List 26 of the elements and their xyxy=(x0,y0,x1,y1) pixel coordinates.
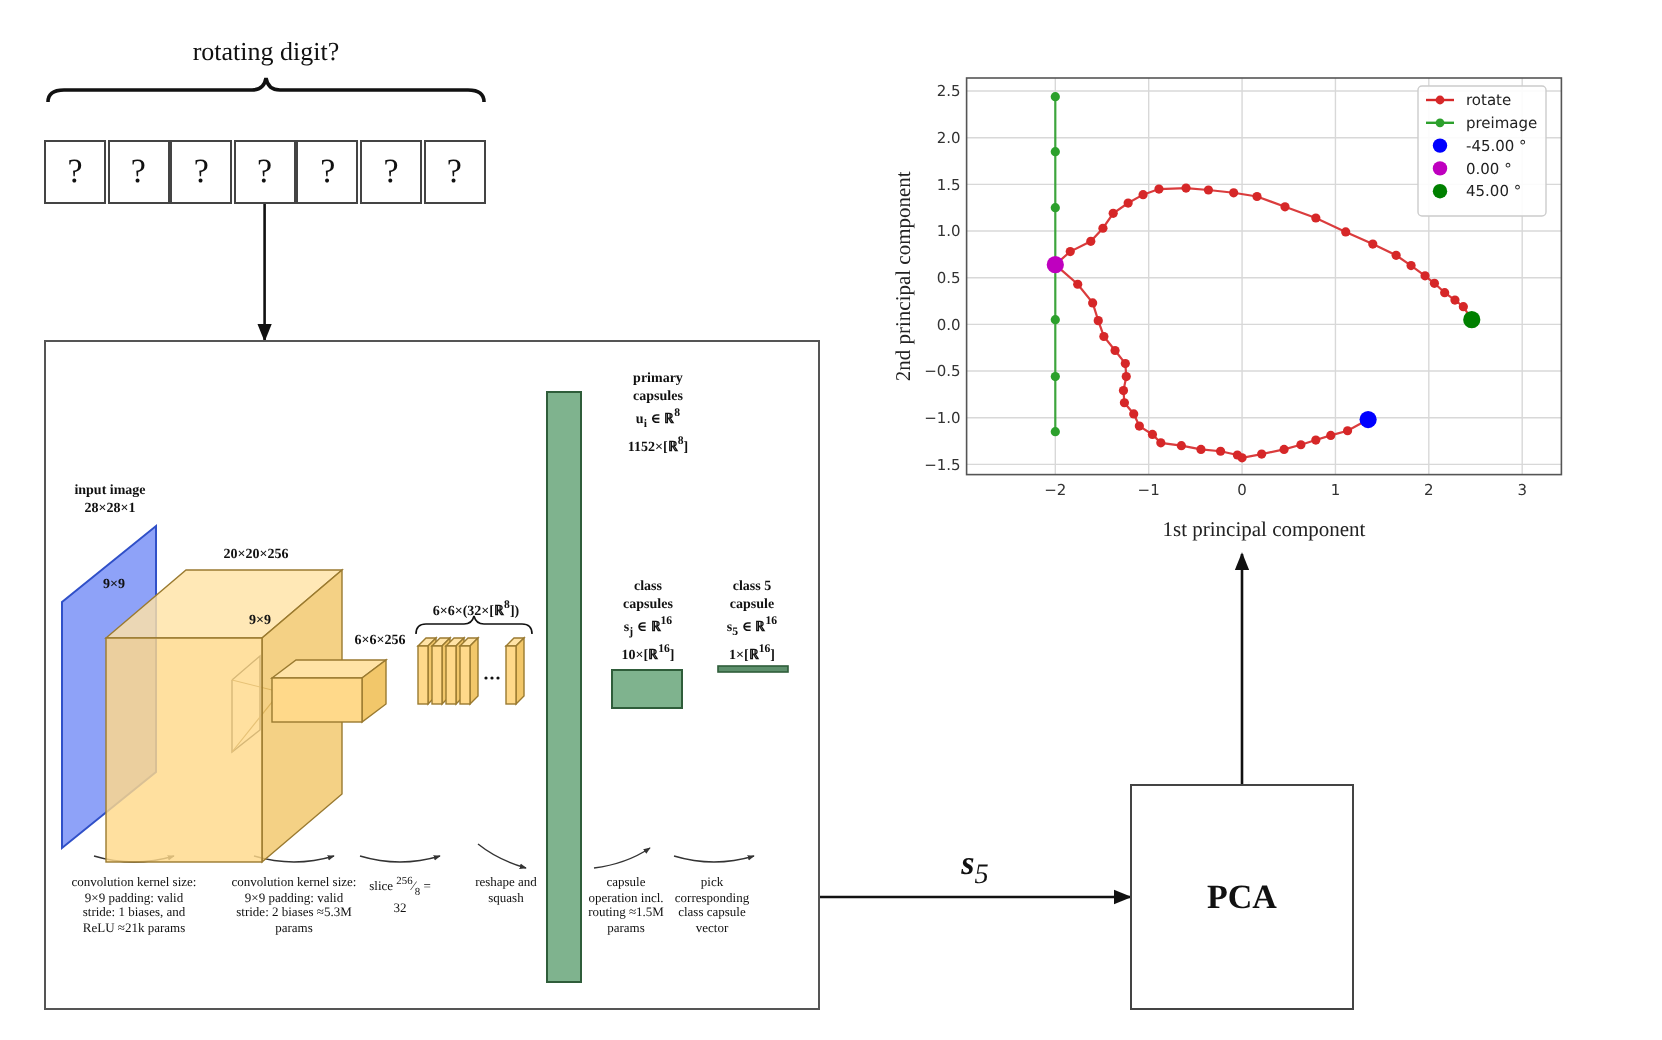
digit-box xyxy=(233,140,296,204)
question-mark: ? xyxy=(255,151,275,193)
point xyxy=(1050,92,1060,102)
point xyxy=(1050,147,1060,157)
digit-box xyxy=(44,140,106,204)
question-mark: ? xyxy=(318,151,338,193)
question-mark: ? xyxy=(65,151,85,193)
question-mark: ? xyxy=(128,151,148,193)
digit-box xyxy=(423,140,486,204)
box-label: PCA xyxy=(1205,876,1279,918)
axis-title: 2nd principal component xyxy=(894,171,916,382)
arrow xyxy=(820,889,1132,905)
heading: rotating digit? xyxy=(190,36,342,68)
digit-box xyxy=(170,140,233,204)
edge-label: s$_{5}$ xyxy=(959,843,991,892)
question-mark: ? xyxy=(381,151,401,193)
question-mark: ? xyxy=(444,151,464,193)
arrow xyxy=(257,204,272,342)
network-panel xyxy=(44,340,820,1010)
question-mark: ? xyxy=(191,151,211,193)
process-box xyxy=(1130,784,1354,1010)
digit-box xyxy=(360,140,422,204)
digit-box xyxy=(296,140,359,204)
arrow xyxy=(1234,552,1250,784)
axis-title: 1st principal component xyxy=(1162,520,1366,542)
digit-box xyxy=(107,140,170,204)
